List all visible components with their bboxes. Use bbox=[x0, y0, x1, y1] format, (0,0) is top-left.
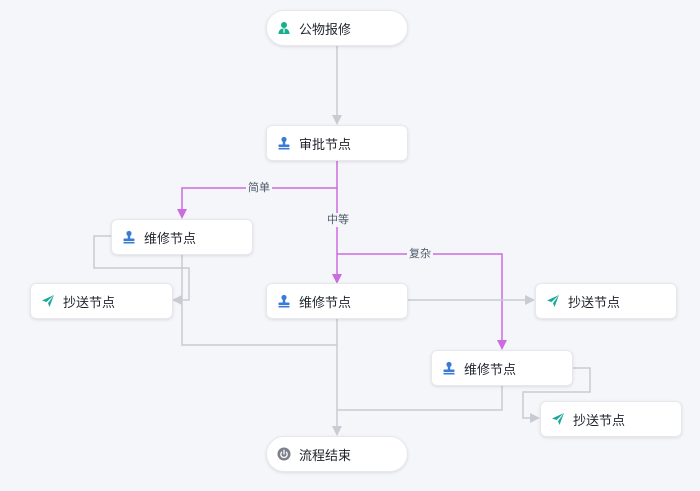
person-icon bbox=[277, 21, 291, 35]
node-cc-left[interactable]: 抄送节点 bbox=[30, 283, 173, 319]
stamp-icon bbox=[277, 294, 291, 308]
node-repair-left-label: 维修节点 bbox=[144, 231, 197, 247]
send-icon bbox=[546, 294, 560, 308]
node-repair-right-label: 维修节点 bbox=[464, 362, 517, 378]
stamp-icon bbox=[122, 230, 136, 244]
branch-label-complex: 复杂 bbox=[407, 247, 433, 261]
stamp-icon bbox=[277, 136, 291, 150]
node-repair-mid-label: 维修节点 bbox=[299, 295, 352, 311]
edge-repair-left-merge bbox=[181, 255, 337, 346]
branch-label-simple: 简单 bbox=[246, 181, 272, 195]
node-cc-bottom-label: 抄送节点 bbox=[573, 413, 626, 429]
power-icon bbox=[277, 447, 291, 461]
node-cc-left-label: 抄送节点 bbox=[63, 295, 116, 311]
stamp-icon bbox=[442, 361, 456, 375]
node-end[interactable]: 流程结束 bbox=[266, 436, 408, 472]
node-approve[interactable]: 审批节点 bbox=[266, 125, 408, 161]
edge-branch-complex bbox=[337, 253, 507, 350]
node-cc-bottom[interactable]: 抄送节点 bbox=[540, 401, 682, 437]
send-icon bbox=[41, 294, 55, 308]
node-cc-right-label: 抄送节点 bbox=[568, 295, 621, 311]
node-start-label: 公物报修 bbox=[299, 22, 352, 38]
edge-repair-right-cc bbox=[522, 367, 591, 423]
node-repair-left[interactable]: 维修节点 bbox=[111, 219, 253, 255]
edge-repair-left-cc bbox=[93, 235, 190, 305]
node-start[interactable]: 公物报修 bbox=[266, 10, 408, 46]
edge-repair-right-merge bbox=[337, 386, 503, 411]
node-repair-right[interactable]: 维修节点 bbox=[431, 350, 573, 386]
node-approve-label: 审批节点 bbox=[299, 137, 352, 153]
branch-label-medium: 中等 bbox=[325, 213, 351, 227]
node-repair-mid[interactable]: 维修节点 bbox=[266, 283, 408, 319]
node-cc-right[interactable]: 抄送节点 bbox=[535, 283, 677, 319]
node-end-label: 流程结束 bbox=[299, 448, 352, 464]
send-icon bbox=[551, 412, 565, 426]
